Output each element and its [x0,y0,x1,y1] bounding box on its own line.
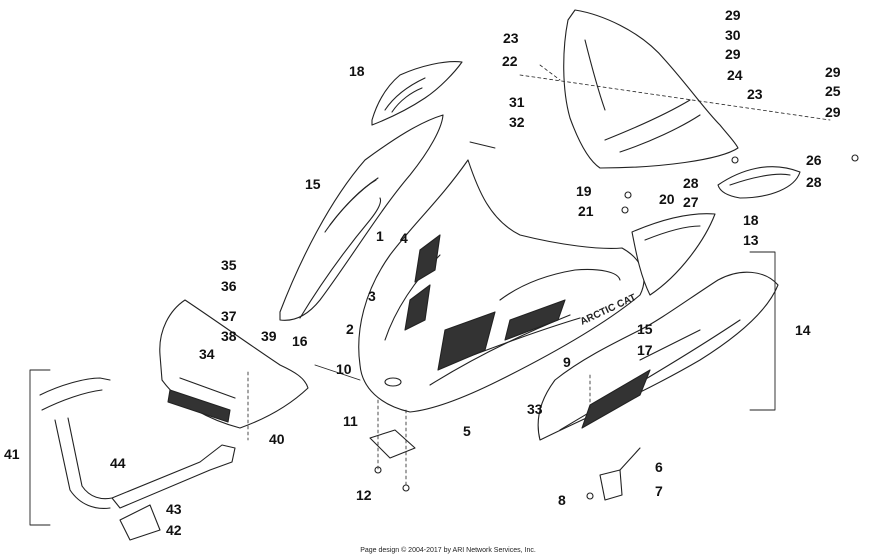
part-label: 21 [578,203,594,219]
part-label: 3 [368,288,376,304]
hood-bracket-part [369,429,416,492]
part-label: 11 [343,413,358,429]
part-label: 29 [725,7,741,23]
part-label: 29 [825,104,841,120]
part-label: 23 [503,30,519,46]
part-label: 38 [221,328,237,344]
part-label: 44 [110,455,126,471]
callout-frames [29,141,776,526]
part-label: 9 [563,354,571,370]
part-label: 12 [356,487,372,503]
part-label: 29 [825,64,841,80]
part-label: 5 [463,423,471,439]
part-label: 22 [502,53,518,69]
mirror-cover-part [371,61,463,126]
part-label: 17 [637,342,653,358]
part-label: 16 [292,333,308,349]
part-label: 43 [166,501,182,517]
part-label: 15 [305,176,321,192]
part-label: 2 [346,321,354,337]
part-label: 20 [659,191,675,207]
mirror-part [717,166,801,199]
part-label: 35 [221,257,237,273]
bumper-tube-part [39,377,236,541]
part-label: 42 [166,522,182,538]
part-label: 7 [655,483,663,499]
part-label: 37 [221,308,237,324]
part-label: 34 [199,346,215,362]
part-label: 30 [725,27,741,43]
side-panel-left-part [279,114,444,321]
part-label: 18 [743,212,759,228]
part-label: 19 [576,183,592,199]
part-label: 28 [683,175,699,191]
hardware-part [586,154,859,501]
part-label: 39 [261,328,277,344]
side-panel-right-part [537,271,779,441]
part-label: 8 [558,492,566,508]
part-label: 6 [655,459,663,475]
part-label: 25 [825,83,841,99]
nose-cone-part [159,299,309,429]
copyright-notice: Page design © 2004-2017 by ARI Network S… [360,547,536,554]
part-label: 10 [336,361,352,377]
side-bracket-right-part [631,213,716,296]
part-label: 40 [269,431,285,447]
part-label: 23 [747,86,763,102]
hood-part [358,159,645,413]
part-label: 1 [376,228,384,244]
part-label: 24 [727,67,743,83]
part-label: 28 [806,174,822,190]
part-label: 26 [806,152,822,168]
part-label: 18 [349,63,365,79]
part-label: 36 [221,278,237,294]
part-label: 32 [509,114,525,130]
windshield-part [563,9,739,169]
part-label: 33 [527,401,543,417]
part-label: 31 [509,94,525,110]
part-label: 14 [795,322,811,338]
dashed-leaders [247,64,831,489]
part-label: 13 [743,232,759,248]
part-label: 41 [4,446,20,462]
part-label: 4 [400,230,408,246]
part-label: 29 [725,46,741,62]
part-label: 27 [683,194,699,210]
part-label: 15 [637,321,653,337]
